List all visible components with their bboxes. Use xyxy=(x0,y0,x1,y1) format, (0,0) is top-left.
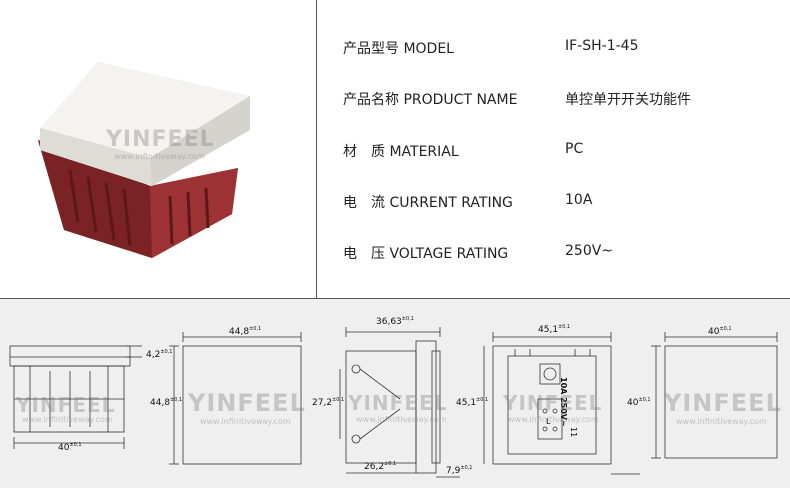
switch-module-image xyxy=(38,62,250,258)
spec-value: IF-SH-1-45 xyxy=(565,38,639,54)
profile-view xyxy=(339,327,460,478)
horizontal-divider xyxy=(0,298,790,299)
dim-back-height: 45,1±0,1 xyxy=(456,397,489,408)
spec-label: 产品名称 PRODUCT NAME xyxy=(343,92,518,108)
spec-row-model: 产品型号 MODEL IF-SH-1-45 xyxy=(343,38,763,60)
watermark-brand: YINFEEL xyxy=(348,391,448,415)
spec-row-material: 材 质 MATERIAL PC xyxy=(343,141,763,163)
watermark-brand: YINFEEL xyxy=(188,389,306,417)
watermark-site: www.infinitiveway.com xyxy=(114,152,205,161)
vertical-divider xyxy=(316,0,317,298)
watermark-site: www.infinitiveway.com xyxy=(508,415,599,424)
spec-value: 250V~ xyxy=(565,243,614,259)
spec-value: 10A xyxy=(565,192,593,208)
dim-plate-height: 40±0,1 xyxy=(627,397,651,408)
dim-side-height: 4,2±0,1 xyxy=(146,349,173,360)
product-photo: YINFEEL www.infinitiveway.com xyxy=(0,0,316,298)
front-view xyxy=(169,332,302,465)
dim-back-width: 45,1±0,1 xyxy=(538,324,571,335)
spec-label: 电 压 VOLTAGE RATING xyxy=(343,246,509,262)
plate-view xyxy=(651,332,778,459)
spec-row-product-name: 产品名称 PRODUCT NAME 单控单开开关功能件 xyxy=(343,89,763,111)
drawing-lines xyxy=(9,327,778,478)
watermark-brand: YINFEEL xyxy=(106,127,215,152)
back-view xyxy=(483,332,640,475)
dim-profile-height: 27,2±0,1 xyxy=(312,397,345,408)
dim-side-width: 40±0,1 xyxy=(58,442,82,453)
watermark-site: www.infinitiveway.com xyxy=(22,415,113,424)
dim-front-width: 44,8±0,1 xyxy=(229,326,262,337)
dim-profile-width: 36,63±0,1 xyxy=(376,316,414,327)
watermark-brand: YINFEEL xyxy=(503,391,603,415)
watermark-brand: YINFEEL xyxy=(16,393,116,417)
dimension-drawings: 4,2±0,1 40±0,1 44,8±0,1 44,8±0,1 36,63±0… xyxy=(0,299,790,488)
side-view xyxy=(9,345,142,449)
watermark-site: www.infinitiveway.com xyxy=(676,417,767,426)
spec-label: 电 流 CURRENT RATING xyxy=(343,195,513,211)
watermark-site: www.infinitiveway.com xyxy=(200,417,291,426)
spec-row-current-rating: 电 流 CURRENT RATING 10A xyxy=(343,192,763,214)
dim-front-height: 44,8±0,1 xyxy=(150,397,183,408)
spec-row-voltage-rating: 电 压 VOLTAGE RATING 250V~ xyxy=(343,243,763,265)
spec-value: PC xyxy=(565,141,584,157)
back-terminal-label: 11 xyxy=(569,427,578,438)
dim-profile-base: 26,2±0,1 xyxy=(364,461,397,472)
spec-value: 单控单开开关功能件 xyxy=(565,92,691,108)
watermark-site: www.infinitiveway.com xyxy=(356,415,447,424)
dim-back-offset: 7,9±0,1 xyxy=(446,465,473,476)
dim-plate-width: 40±0,1 xyxy=(708,326,732,337)
spec-label: 材 质 MATERIAL xyxy=(343,144,459,160)
watermark-brand: YINFEEL xyxy=(664,389,782,417)
spec-label: 产品型号 MODEL xyxy=(343,41,454,57)
back-pole-label: L xyxy=(546,417,551,426)
